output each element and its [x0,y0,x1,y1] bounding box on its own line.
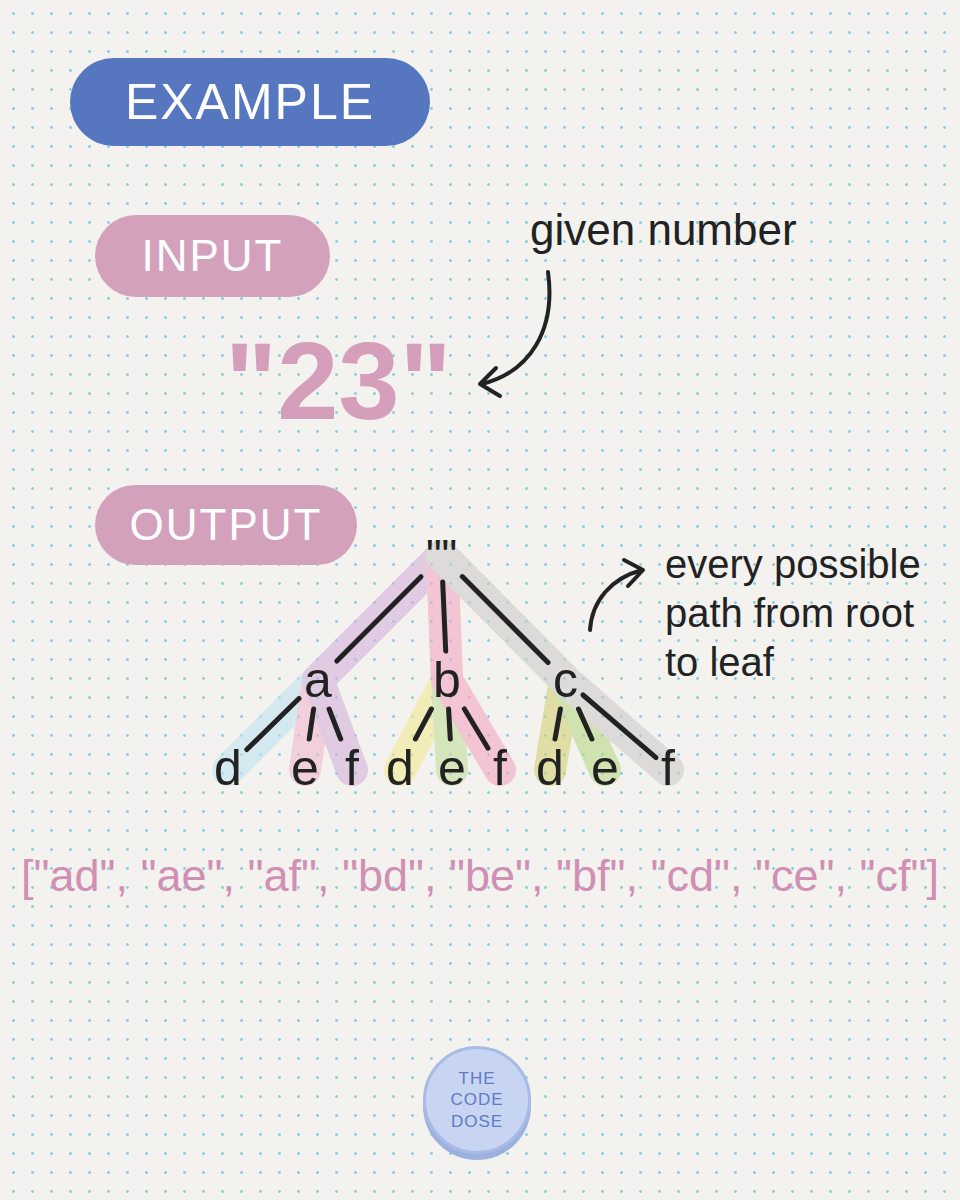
input-value: "23" [225,318,525,445]
branch-line [329,709,341,739]
node-text: f [345,743,359,793]
node-text: e [438,743,466,793]
output-list: ["ad", "ae", "af", "bd", "be", "bf", "cd… [21,850,939,902]
tree-branch [462,577,548,663]
leaf-node: e [435,741,469,795]
heading-pill: EXAMPLE [70,58,430,146]
branch-line [555,709,560,739]
path-highlight [442,556,668,770]
path-highlights [228,556,668,770]
node-text: d [536,743,564,793]
arrow-head [624,560,643,586]
annotation-arrows [480,272,643,630]
tree-branch [449,709,451,739]
tree-branch [579,709,592,739]
section-pill: INPUT [95,215,330,297]
tree-branch [329,709,341,739]
node-text: d [386,743,414,793]
annotation-text: given number [530,205,890,256]
leaf-node: f [490,741,510,795]
node-text: e [591,743,619,793]
node-text: b [433,655,461,705]
branch-line [462,577,548,663]
leader-arrow [482,272,549,384]
tree-branch [309,709,313,739]
branch-line [449,709,451,739]
annotation-text: every possible path from root to leaf [665,540,950,686]
leaf-node: d [383,741,417,795]
tree-node: c [550,653,581,707]
leaf-node: f [658,741,678,795]
leaf-node: d [533,741,567,795]
node-text: THE CODE DOSE [448,1068,506,1132]
tree-branch [415,709,431,739]
branch-line [464,709,488,748]
branch-line [415,709,431,739]
tree-branch [337,577,421,661]
node-text: "" [426,534,457,578]
tree-branch [247,699,299,750]
tree-node: a [301,653,335,707]
branch-line [443,582,446,651]
arrow-head [480,368,500,396]
branch-line [337,577,421,661]
node-text: a [304,655,332,705]
node-text: d [214,743,242,793]
leaf-node: e [288,741,322,795]
node-text: f [661,743,675,793]
leaf-node: d [211,741,245,795]
root-node: "" [423,532,460,580]
node-text: e [291,743,319,793]
branch-line [309,709,313,739]
branch-line [579,709,592,739]
tree-branch [464,709,488,748]
node-text: OUTPUT [130,503,323,547]
tree-branch [555,709,560,739]
branch-line [247,699,299,750]
tree-node: b [430,653,464,707]
node-text: c [553,655,578,705]
leaf-node: f [342,741,362,795]
tree-branch [443,582,446,651]
node-text: f [493,743,507,793]
leaf-node: e [588,741,622,795]
node-text: INPUT [142,234,284,278]
section-pill: OUTPUT [95,485,357,565]
node-text: EXAMPLE [125,77,375,127]
logo-badge: THE CODE DOSE [423,1046,531,1154]
